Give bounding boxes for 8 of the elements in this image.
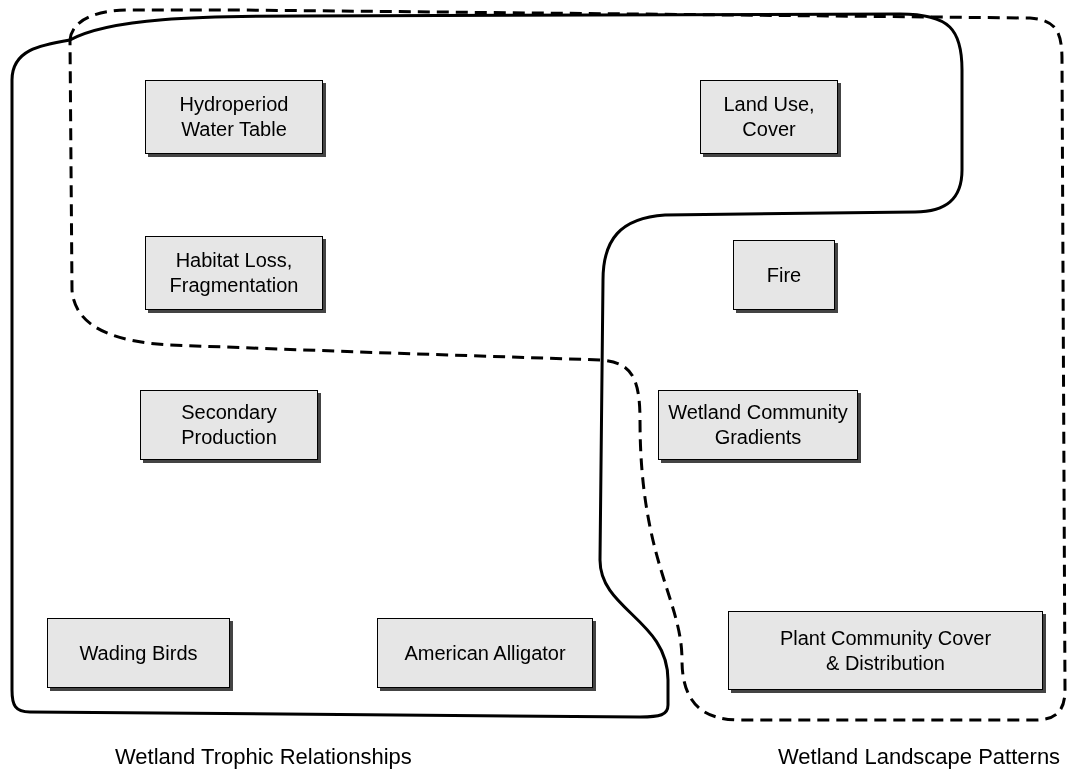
factor-box: Secondary Production — [140, 390, 318, 460]
group-label: Wetland Landscape Patterns — [778, 744, 1061, 770]
factor-box: Plant Community Cover & Distribution — [728, 611, 1043, 690]
factor-box: Wetland Community Gradients — [658, 390, 858, 460]
factor-box: American Alligator — [377, 618, 593, 688]
factor-box: Fire — [733, 240, 835, 310]
factor-box: Wading Birds — [47, 618, 230, 688]
group-label: Wetland Trophic Relationships — [115, 744, 412, 770]
